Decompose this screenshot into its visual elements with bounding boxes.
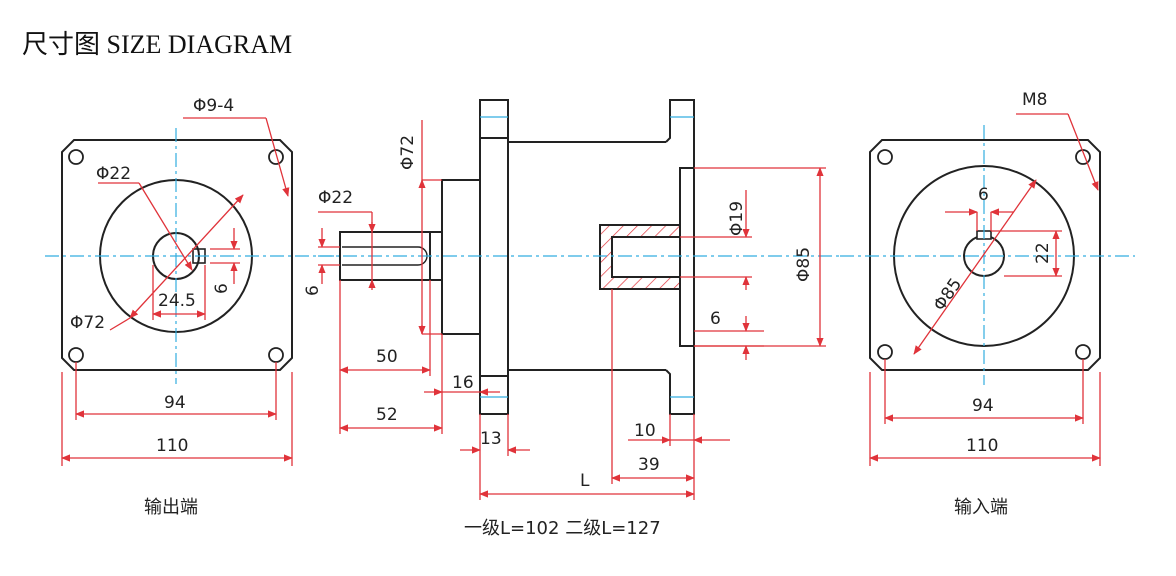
output-keyway-label: 24.5: [158, 291, 196, 311]
side-bore-label: Φ19: [727, 201, 747, 236]
side-len52-label: 52: [376, 405, 398, 425]
input-thread-label: M8: [1022, 90, 1047, 110]
side-shaft-label: Φ22: [318, 188, 353, 208]
output-key-label: 6: [212, 283, 232, 294]
output-width-label: 110: [156, 436, 188, 456]
side-input-flange-label: 10: [634, 421, 656, 441]
output-end-caption: 输出端: [144, 497, 198, 518]
output-hole-label: Φ9-4: [193, 96, 234, 116]
side-len50-label: 50: [376, 347, 398, 367]
page-title: 尺寸图 SIZE DIAGRAM: [22, 30, 293, 59]
input-spacing-label: 94: [972, 396, 994, 416]
side-length-label: L: [580, 471, 590, 491]
output-pcd-label: Φ72: [70, 313, 105, 333]
input-pcd-label: Φ85: [930, 275, 966, 315]
input-end-caption: 输入端: [954, 497, 1008, 518]
output-spacing-label: 94: [164, 393, 186, 413]
side-pcd-label: Φ85: [794, 247, 814, 282]
input-key-label: 6: [978, 185, 989, 205]
side-pilot-len-label: 16: [452, 373, 474, 393]
input-keyway-label: 22: [1033, 242, 1053, 264]
side-key-label: 6: [303, 285, 323, 296]
input-end-view: M8 6 22 Φ85 94 110 输入端: [840, 90, 1135, 518]
output-end-view: Φ9-4 Φ22 Φ72 24.5 6 94 110 输出端: [45, 96, 345, 518]
stage-length-caption: 一级L=102 二级L=127: [464, 518, 661, 539]
side-input-depth-label: 39: [638, 455, 660, 475]
side-flange-label: 13: [480, 429, 502, 449]
side-input-key-label: 6: [710, 309, 721, 329]
side-pilot-label: Φ72: [398, 135, 418, 170]
output-bore-label: Φ22: [96, 164, 131, 184]
input-width-label: 110: [966, 436, 998, 456]
side-view: Φ72 Φ22 6 50 16 52 13 10 39 L Φ19 6 Φ85 …: [303, 99, 840, 539]
